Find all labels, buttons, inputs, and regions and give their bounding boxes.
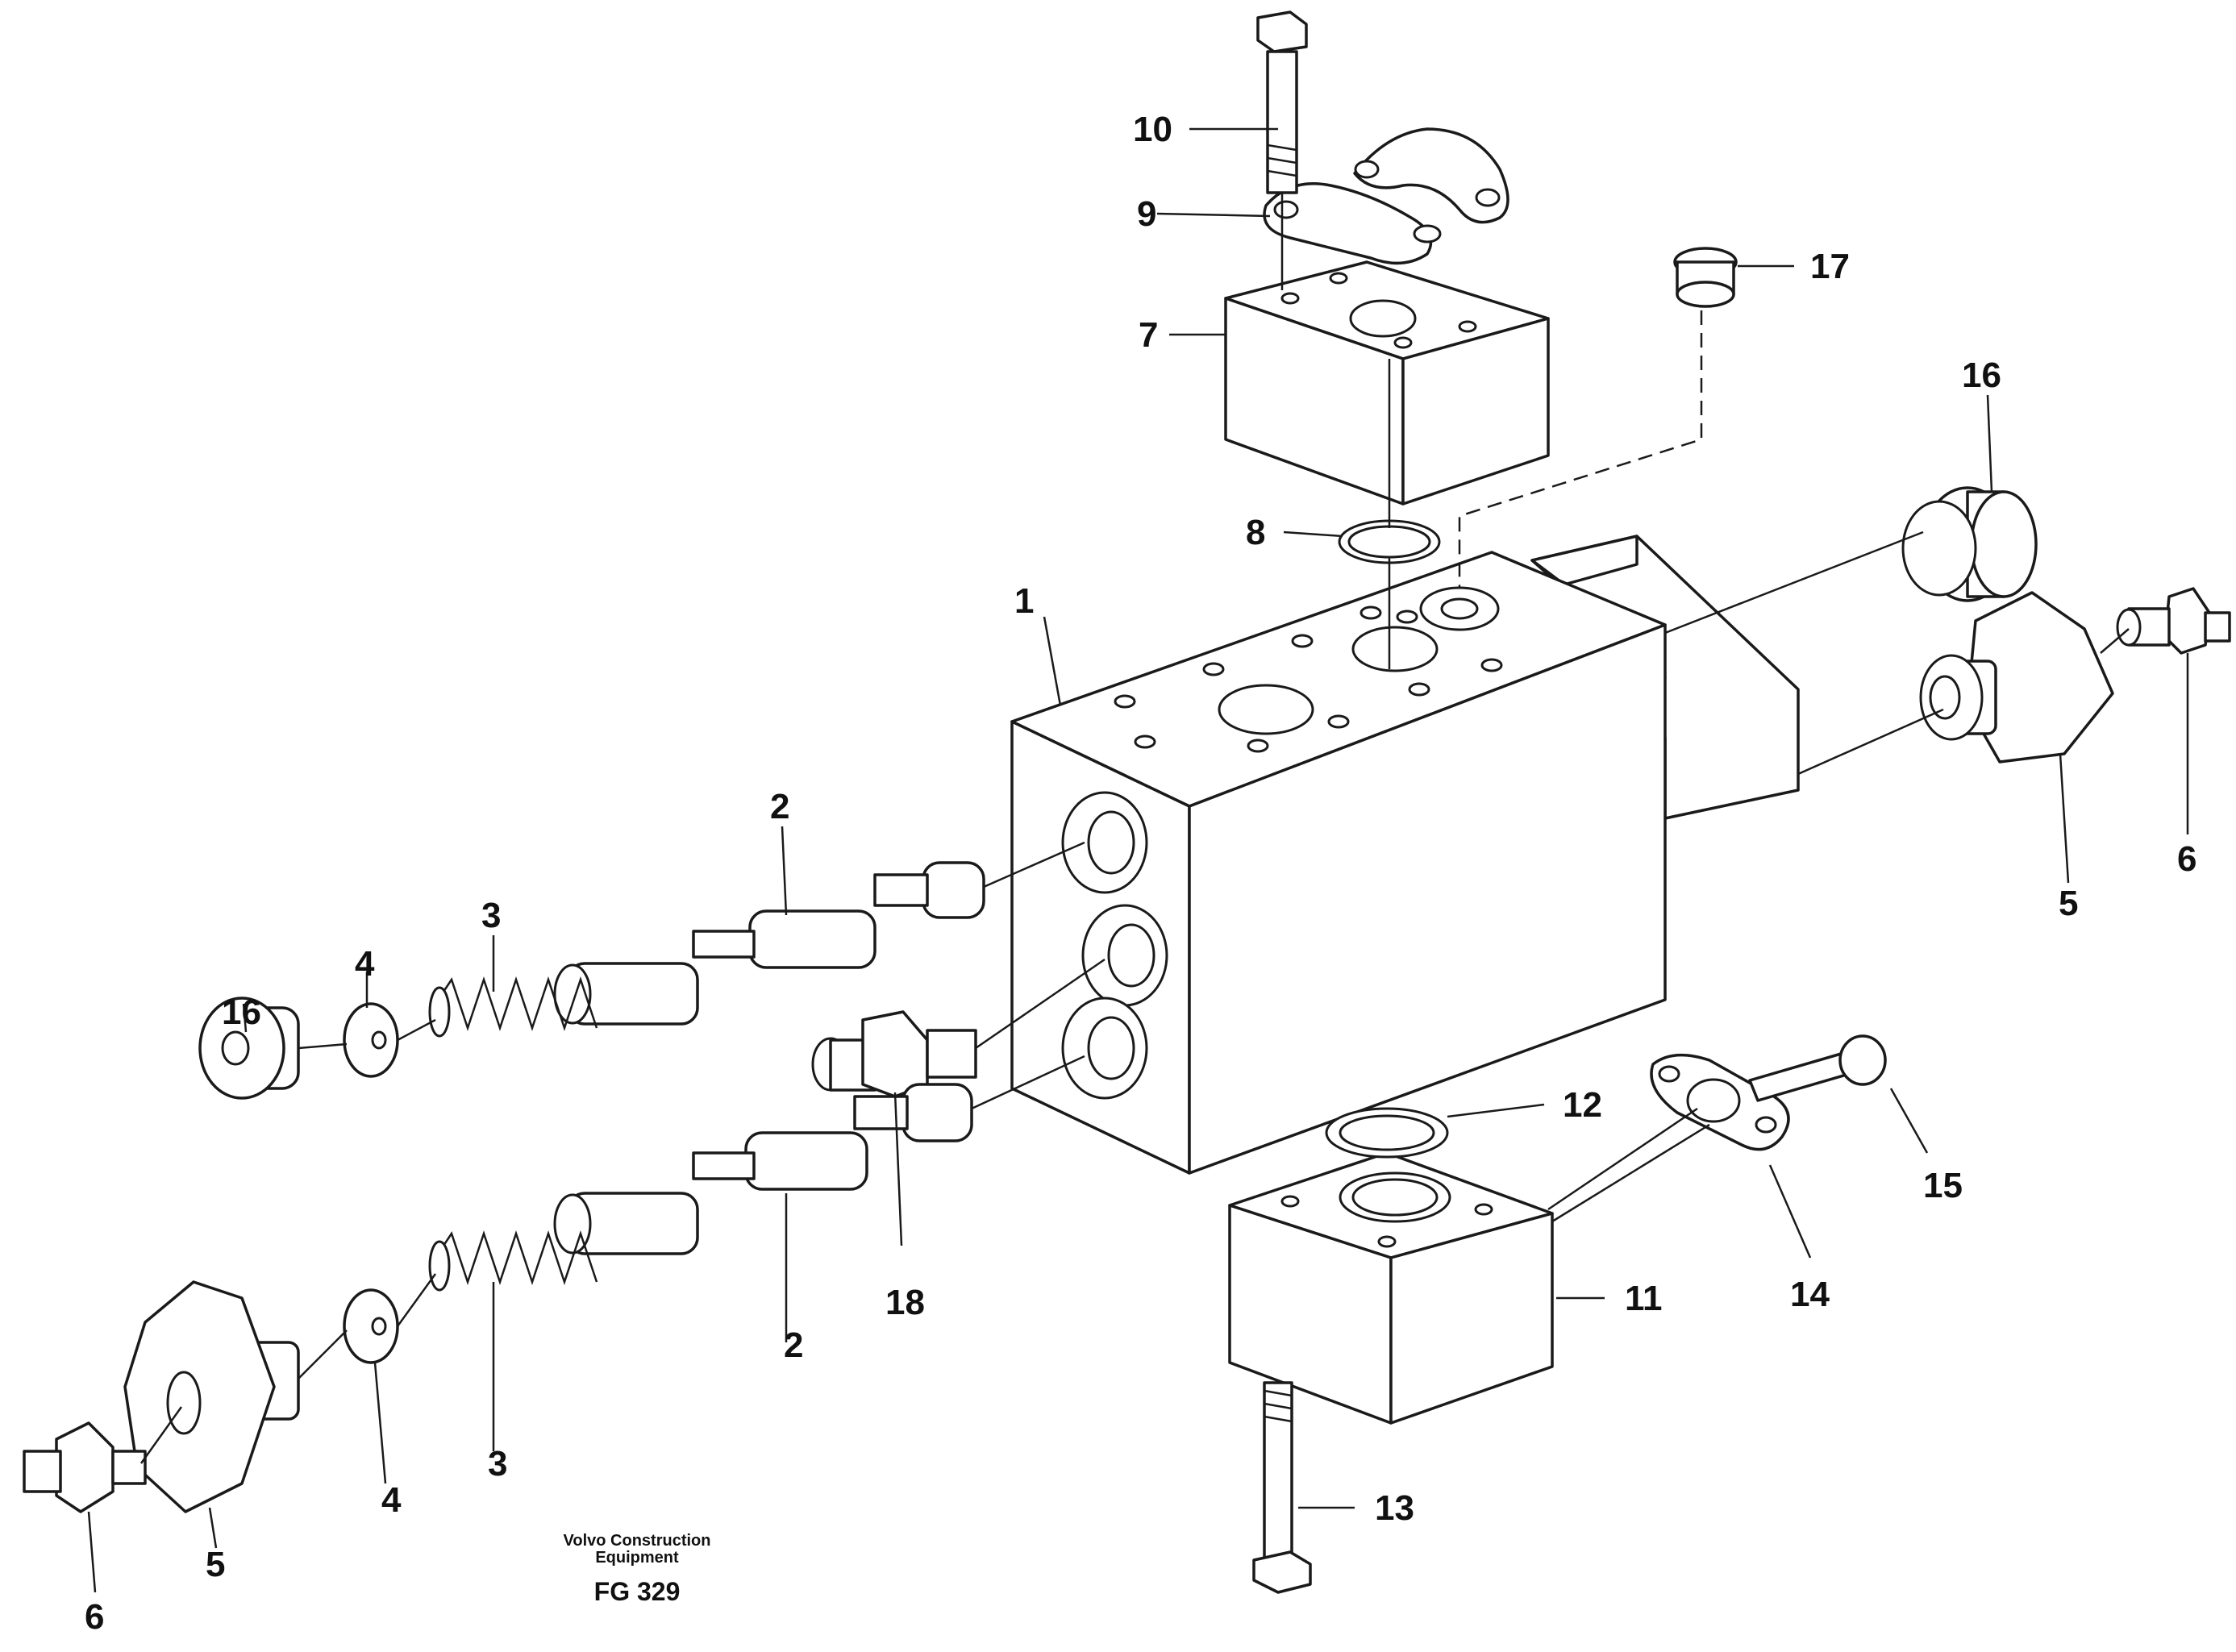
callout-labels: 1 2 2 3 3 4 4 5 5 6 6 7 8 9 10 11 12 13 … bbox=[85, 110, 2196, 1637]
callout-16a: 16 bbox=[1962, 356, 2001, 395]
spool-assembly-lower bbox=[23, 1083, 973, 1513]
callout-4b: 4 bbox=[381, 1480, 402, 1520]
callout-9: 9 bbox=[1137, 194, 1156, 234]
callout-10: 10 bbox=[1133, 110, 1172, 149]
callout-3a: 3 bbox=[481, 896, 501, 935]
callout-15: 15 bbox=[1923, 1166, 1963, 1205]
fitting-6-right bbox=[2116, 587, 2231, 655]
callout-6b: 6 bbox=[85, 1597, 104, 1637]
split-flange-top bbox=[1263, 127, 1509, 265]
plug-16-right bbox=[1901, 486, 2038, 602]
callout-6a: 6 bbox=[2177, 839, 2196, 879]
callout-5a: 5 bbox=[2059, 884, 2078, 923]
caption-figure-number: FG 329 bbox=[594, 1577, 681, 1606]
valve-block-main bbox=[1010, 535, 1800, 1175]
fitting-18 bbox=[811, 1010, 977, 1098]
callout-17: 17 bbox=[1810, 247, 1850, 286]
callout-14: 14 bbox=[1790, 1275, 1830, 1314]
callout-2b: 2 bbox=[784, 1325, 803, 1365]
flange-block-bottom bbox=[1228, 1151, 1554, 1425]
seal-ring-12 bbox=[1325, 1107, 1449, 1159]
callout-5b: 5 bbox=[206, 1545, 225, 1584]
callout-18: 18 bbox=[885, 1283, 925, 1322]
bolt-15 bbox=[1748, 1034, 1887, 1102]
callout-16b: 16 bbox=[222, 992, 261, 1032]
plug-17 bbox=[1673, 247, 1738, 308]
assembly-lines bbox=[139, 193, 2130, 1464]
callout-13: 13 bbox=[1375, 1488, 1414, 1528]
bolt-top bbox=[1256, 10, 1308, 194]
callout-2a: 2 bbox=[770, 787, 789, 826]
nut-5-right bbox=[1919, 591, 2114, 764]
callout-8: 8 bbox=[1246, 513, 1265, 552]
callout-11: 11 bbox=[1625, 1279, 1663, 1318]
callout-4a: 4 bbox=[355, 944, 375, 984]
caption-company-line2: Equipment bbox=[595, 1549, 679, 1567]
callout-12: 12 bbox=[1563, 1085, 1602, 1125]
bolt-bottom bbox=[1252, 1381, 1312, 1594]
flange-block-top bbox=[1224, 260, 1550, 506]
callout-leaders bbox=[87, 127, 2189, 1593]
figure-caption: Volvo Construction Equipment FG 329 bbox=[564, 1532, 711, 1606]
callout-3b: 3 bbox=[488, 1444, 507, 1483]
callout-7: 7 bbox=[1139, 315, 1158, 355]
caption-company: Volvo Construction bbox=[564, 1532, 711, 1550]
flange-14 bbox=[1650, 1053, 1790, 1151]
callout-1: 1 bbox=[1014, 581, 1034, 621]
